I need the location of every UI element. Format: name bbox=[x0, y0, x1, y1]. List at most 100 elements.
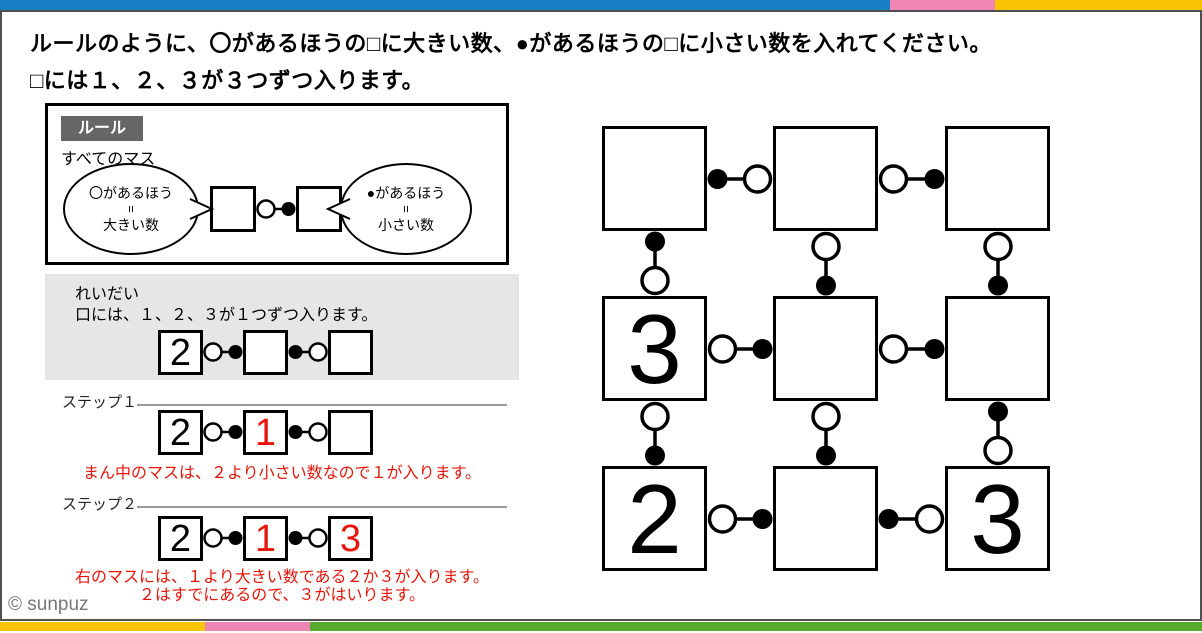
open-circle-icon bbox=[914, 503, 945, 534]
grid-v-connector bbox=[981, 231, 1015, 296]
open-circle-icon bbox=[707, 503, 738, 534]
instruction-line-1: ルールのように、〇があるほうの□に大きい数、●があるほうの□に小さい数を入れてく… bbox=[30, 31, 992, 56]
step2-caption-1: 右のマスには、１より大きい数である２か３が入ります。 bbox=[75, 569, 489, 586]
filled-circle-icon bbox=[815, 275, 836, 296]
step2-caption-2: ２はすでにあるので、３がはいります。 bbox=[139, 587, 425, 604]
equals-sign: = bbox=[124, 205, 139, 213]
grid-h-connector bbox=[878, 502, 945, 536]
filled-circle-icon bbox=[288, 531, 303, 545]
filled-circle-icon bbox=[228, 425, 243, 439]
filled-circle-icon bbox=[815, 445, 836, 466]
mini-cell-0: 2 bbox=[158, 516, 203, 561]
mini-cell-1: 1 bbox=[243, 410, 288, 455]
bottom-bar-pink bbox=[205, 622, 310, 631]
grid-h-connector bbox=[878, 162, 945, 196]
filled-circle-icon bbox=[752, 508, 773, 529]
mini-connector bbox=[203, 523, 243, 553]
step2-divider bbox=[137, 506, 507, 508]
step1-caption: まん中のマスは、２より小さい数なので１が入ります。 bbox=[82, 465, 482, 482]
grid-h-connector bbox=[707, 162, 773, 196]
filled-circle-icon bbox=[281, 202, 296, 216]
filled-circle-icon bbox=[644, 231, 665, 252]
grid-v-connector bbox=[981, 401, 1015, 466]
filled-circle-icon bbox=[878, 508, 899, 529]
page-frame bbox=[0, 10, 1202, 621]
mini-cell-2 bbox=[328, 410, 373, 455]
smaller-number-text: 小さい数 bbox=[378, 217, 434, 233]
mini-connector bbox=[288, 417, 328, 447]
top-bar-yellow bbox=[995, 0, 1202, 10]
mini-connector bbox=[203, 337, 243, 367]
mini-connector bbox=[288, 523, 328, 553]
open-circle-icon bbox=[878, 333, 909, 364]
open-circle-icon bbox=[308, 528, 328, 548]
filled-circle-icon bbox=[924, 168, 945, 189]
open-circle-icon bbox=[203, 528, 223, 548]
open-circle-icon bbox=[742, 163, 773, 194]
grid-v-connector bbox=[809, 231, 843, 296]
grid-v-connector bbox=[809, 401, 843, 466]
right-speech-bubble bbox=[340, 163, 472, 255]
rule-connector bbox=[256, 194, 296, 224]
open-circle-icon bbox=[639, 265, 670, 296]
example-section: れいだい 口には、１、２、３が１つずつ入ります。 2 bbox=[45, 274, 519, 380]
left-bubble-tail bbox=[189, 198, 215, 220]
puzzle-cell-r1c1[interactable] bbox=[602, 126, 707, 231]
grid-h-connector bbox=[707, 332, 773, 366]
rule-box: ルール すべてのマス 〇があるほう = 大きい数 ●があるほう = 小さい数 bbox=[45, 103, 509, 265]
mini-cell-1 bbox=[243, 330, 288, 375]
mini-cell-2: 3 bbox=[328, 516, 373, 561]
step1-divider bbox=[137, 404, 507, 406]
left-speech-bubble bbox=[63, 163, 199, 255]
puzzle-cell-r1c3[interactable] bbox=[945, 126, 1050, 231]
puzzle-cell-r3c3: 3 bbox=[945, 466, 1050, 571]
step1-label: ステップ１ bbox=[62, 394, 138, 411]
puzzle-cell-r3c2[interactable] bbox=[773, 466, 878, 571]
equals-sign: = bbox=[399, 205, 414, 213]
filled-circle-icon bbox=[644, 445, 665, 466]
grid-h-connector bbox=[707, 502, 773, 536]
step2-label: ステップ２ bbox=[62, 496, 138, 513]
filled-circle-icon bbox=[288, 345, 303, 359]
open-circle-icon bbox=[982, 231, 1013, 262]
open-circle-icon bbox=[308, 342, 328, 362]
rule-label: ルール bbox=[61, 116, 143, 141]
puzzle-cell-r2c1: 3 bbox=[602, 296, 707, 401]
grid-h-connector bbox=[878, 332, 945, 366]
open-circle-rule-text: 〇があるほう bbox=[89, 185, 173, 201]
copyright: © sunpuz bbox=[8, 594, 89, 615]
instruction-line-2: □には１、２、３が３つずつ入ります。 bbox=[30, 68, 425, 93]
mini-connector bbox=[203, 417, 243, 447]
example-heading: れいだい bbox=[75, 286, 140, 303]
open-circle-icon bbox=[203, 342, 223, 362]
open-circle-icon bbox=[256, 199, 276, 219]
right-bubble-text: ●があるほう = 小さい数 bbox=[340, 163, 472, 255]
mini-connector bbox=[288, 337, 328, 367]
mini-cell-2 bbox=[328, 330, 373, 375]
filled-circle-icon bbox=[707, 168, 728, 189]
top-bar-blue bbox=[0, 0, 890, 10]
grid-v-connector bbox=[638, 401, 672, 466]
filled-circle-icon bbox=[752, 338, 773, 359]
filled-circle-icon bbox=[228, 345, 243, 359]
filled-circle-icon bbox=[288, 425, 303, 439]
puzzle-cell-r1c2[interactable] bbox=[773, 126, 878, 231]
open-circle-icon bbox=[982, 435, 1013, 466]
puzzle-cell-r2c3[interactable] bbox=[945, 296, 1050, 401]
top-bar-pink bbox=[890, 0, 995, 10]
left-bubble-text: 〇があるほう = 大きい数 bbox=[63, 163, 199, 255]
open-circle-icon bbox=[810, 401, 841, 432]
example-row: 2 bbox=[158, 330, 373, 375]
filled-circle-icon bbox=[924, 338, 945, 359]
mini-cell-0: 2 bbox=[158, 330, 203, 375]
filled-circle-icon bbox=[987, 275, 1008, 296]
open-circle-icon bbox=[308, 422, 328, 442]
mini-cell-1: 1 bbox=[243, 516, 288, 561]
bottom-bar-green bbox=[310, 622, 1202, 631]
filled-circle-icon bbox=[987, 401, 1008, 422]
puzzle-cell-r2c2[interactable] bbox=[773, 296, 878, 401]
